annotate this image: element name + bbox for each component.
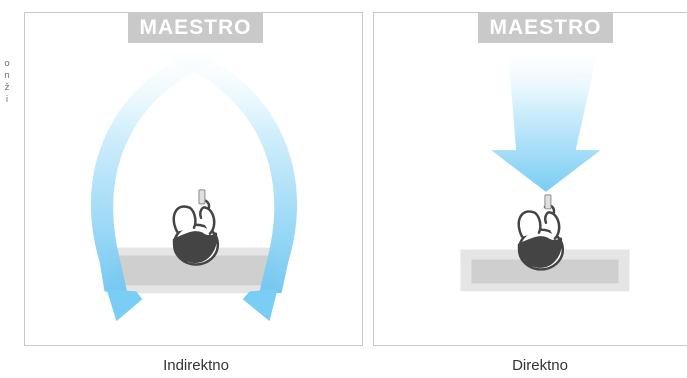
bed-footboard — [618, 249, 630, 264]
brand-label: MAESTRO — [478, 13, 613, 43]
direct-caption: Direktno — [512, 357, 568, 374]
direct-panel: MAESTRO — [373, 12, 687, 346]
side-text: o n ž i — [4, 59, 10, 105]
indirect-airflow-illustration — [90, 44, 298, 322]
indirect-caption: Indirektno — [163, 357, 229, 374]
airflow-arrow-right — [242, 289, 278, 322]
person-icon — [172, 199, 220, 266]
brand-label: MAESTRO — [128, 13, 263, 43]
person-icon — [517, 204, 565, 271]
airflow-arc-left — [90, 44, 239, 294]
bed-headboard — [460, 249, 472, 264]
airflow-arrow-down — [491, 50, 601, 192]
airflow-arc-right — [149, 44, 298, 294]
bed-mattress — [471, 259, 619, 284]
airflow-arrow-left — [106, 289, 143, 322]
remote-icon — [198, 189, 206, 205]
direct-airflow-illustration — [460, 50, 630, 292]
indirect-panel: MAESTRO — [24, 12, 363, 346]
remote-icon — [544, 194, 552, 210]
